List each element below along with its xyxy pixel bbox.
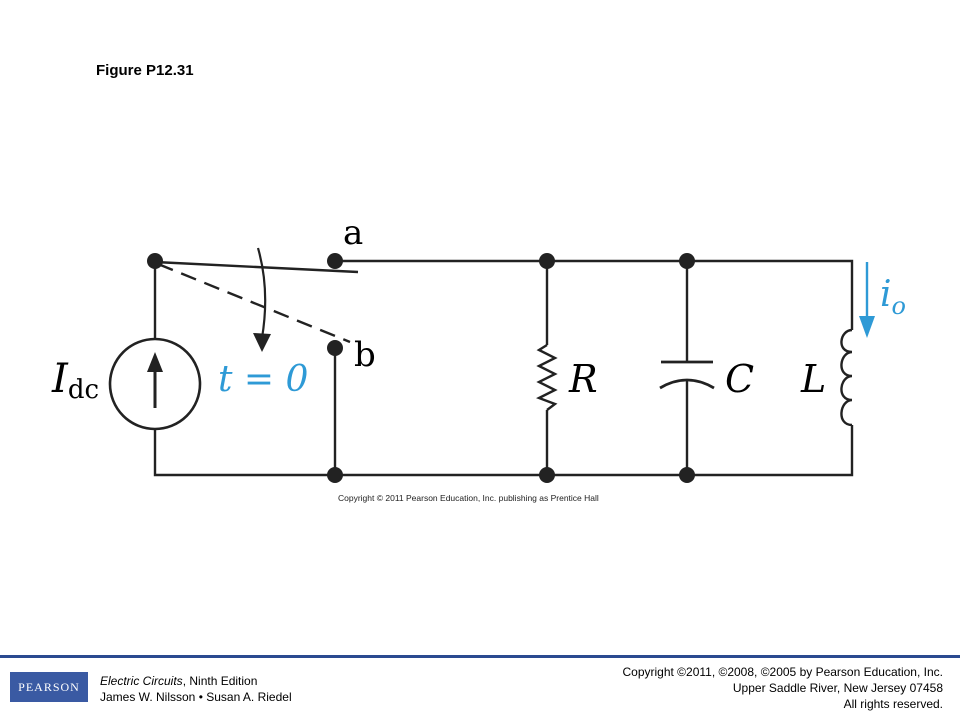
node-bottom-c bbox=[679, 467, 695, 483]
switch-dashed-path bbox=[157, 262, 351, 344]
capacitor-label: C bbox=[725, 357, 754, 401]
node-top-r bbox=[539, 253, 555, 269]
circuit-wires bbox=[153, 259, 854, 477]
node-a-label: a bbox=[343, 213, 363, 253]
node-b-label: b bbox=[354, 335, 376, 375]
circuit-diagram: a b Idc t = 0 R C L io Copyright © 2011 … bbox=[51, 213, 906, 503]
rights-line-2: Upper Saddle River, New Jersey 07458 bbox=[732, 681, 943, 695]
current-label: io bbox=[880, 274, 906, 320]
figure-title: Figure P12.31 bbox=[96, 62, 194, 79]
book-title-line: Electric Circuits, Ninth Edition bbox=[100, 673, 292, 689]
rights-line-3: All rights reserved. bbox=[843, 697, 943, 711]
rights-notice: Copyright ©2011, ©2008, ©2005 by Pearson… bbox=[622, 664, 943, 712]
dc-current-source bbox=[108, 337, 202, 431]
resistor-label: R bbox=[568, 357, 598, 401]
node-top-c bbox=[679, 253, 695, 269]
pearson-logo: PEARSON bbox=[10, 672, 88, 702]
diagram-copyright: Copyright © 2011 Pearson Education, Inc.… bbox=[338, 493, 599, 503]
resistor-symbol bbox=[536, 343, 558, 411]
node-b bbox=[327, 340, 343, 356]
book-edition: , Ninth Edition bbox=[182, 674, 258, 688]
capacitor-symbol bbox=[659, 360, 715, 390]
book-authors: James W. Nilsson • Susan A. Riedel bbox=[100, 690, 292, 704]
switch-motion-arrow bbox=[256, 247, 267, 339]
switch-motion-arrowhead bbox=[253, 333, 271, 352]
inductor-label: L bbox=[800, 357, 826, 401]
switch-time-label: t = 0 bbox=[218, 359, 308, 400]
node-bottom-b bbox=[327, 467, 343, 483]
current-io-arrow bbox=[859, 262, 875, 338]
switch-blade bbox=[154, 260, 359, 274]
switch-pivot-node bbox=[147, 253, 163, 269]
node-bottom-r bbox=[539, 467, 555, 483]
book-info: Electric Circuits, Ninth Edition James W… bbox=[100, 673, 292, 705]
inductor-symbol bbox=[840, 328, 853, 427]
circuit-nodes bbox=[147, 253, 695, 483]
node-a bbox=[327, 253, 343, 269]
source-label: Idc bbox=[51, 356, 99, 405]
rights-line-1: Copyright ©2011, ©2008, ©2005 by Pearson… bbox=[622, 665, 943, 679]
book-title: Electric Circuits bbox=[100, 674, 183, 688]
footer-divider bbox=[0, 655, 960, 658]
